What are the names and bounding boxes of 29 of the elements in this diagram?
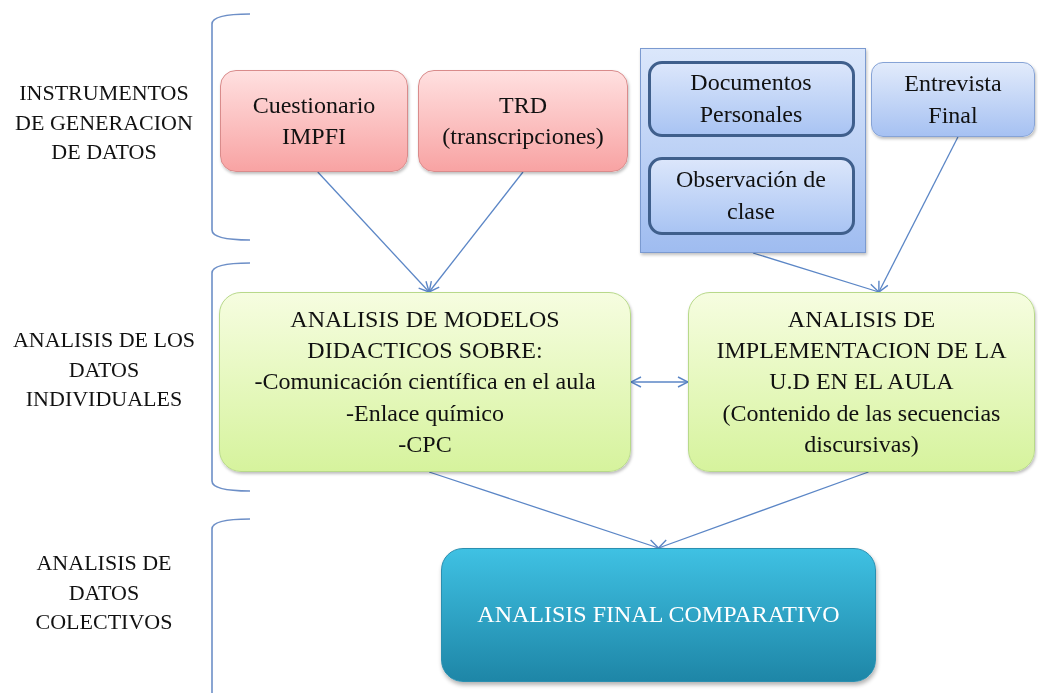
node-text: Observación de clase (675, 165, 827, 226)
arrow (630, 376, 689, 388)
final-analysis-box (441, 548, 876, 682)
instrument-box (220, 70, 408, 172)
node-text: -CPC (398, 429, 452, 459)
section-label: INSTRUMENTOS DE GENERACION DE DATOS (14, 79, 194, 167)
section-label: ANALISIS DE LOS DATOS INDIVIDUALES (11, 326, 197, 414)
instrument-box (871, 62, 1035, 137)
node-text: -Enlace químico (346, 398, 504, 428)
instrument-box (418, 70, 628, 172)
analysis-box (688, 292, 1035, 472)
node-text: Entrevista Final (903, 69, 1003, 130)
node-text: Cuestionario IMPFI (251, 90, 377, 151)
node-text: Documentos Personales (689, 68, 813, 129)
node-text: ANALISIS DE IMPLEMENTACION DE LA U.D EN EL AULA (715, 305, 1008, 397)
arrow (317, 171, 430, 293)
instrument-box (647, 60, 855, 137)
node-text: ANALISIS FINAL COMPARATIVO (477, 600, 840, 630)
arrow (657, 471, 870, 550)
node-text: (Contenido de las secuencias discursivas) (721, 398, 1002, 459)
node-text: -Comunicación científica en el aula (254, 367, 596, 397)
instrument-box (647, 156, 855, 235)
analysis-box (219, 292, 631, 472)
arrow (428, 171, 524, 293)
node-text: ANALISIS DE MODELOS DIDACTICOS SOBRE: (289, 305, 561, 366)
node-text: TRD (transcripciones) (441, 90, 605, 151)
group-box (640, 48, 866, 253)
arrow (878, 136, 959, 293)
section-label: ANALISIS DE DATOS COLECTIVOS (34, 549, 174, 637)
